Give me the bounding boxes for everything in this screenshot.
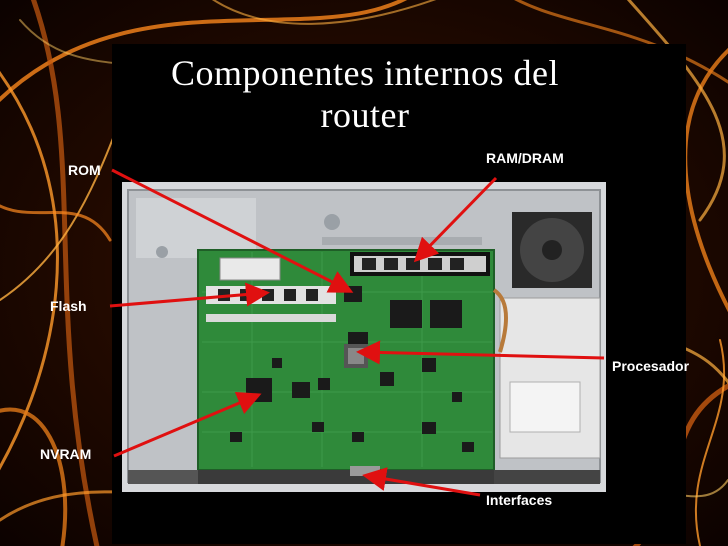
- router-board-photo: [122, 182, 606, 492]
- slide-title: Componentes internos del router: [140, 52, 590, 136]
- procesador-label: Procesador: [612, 358, 690, 374]
- nvram-label: NVRAM: [40, 446, 92, 462]
- rom-label: ROM: [68, 162, 101, 178]
- interfaces-label: Interfaces: [486, 492, 553, 508]
- flash-label: Flash: [50, 298, 87, 314]
- slide-title-line-2: router: [320, 95, 410, 135]
- slide-title-line-1: Componentes internos del: [171, 53, 559, 93]
- ram-dram-label: RAM/DRAM: [486, 150, 564, 166]
